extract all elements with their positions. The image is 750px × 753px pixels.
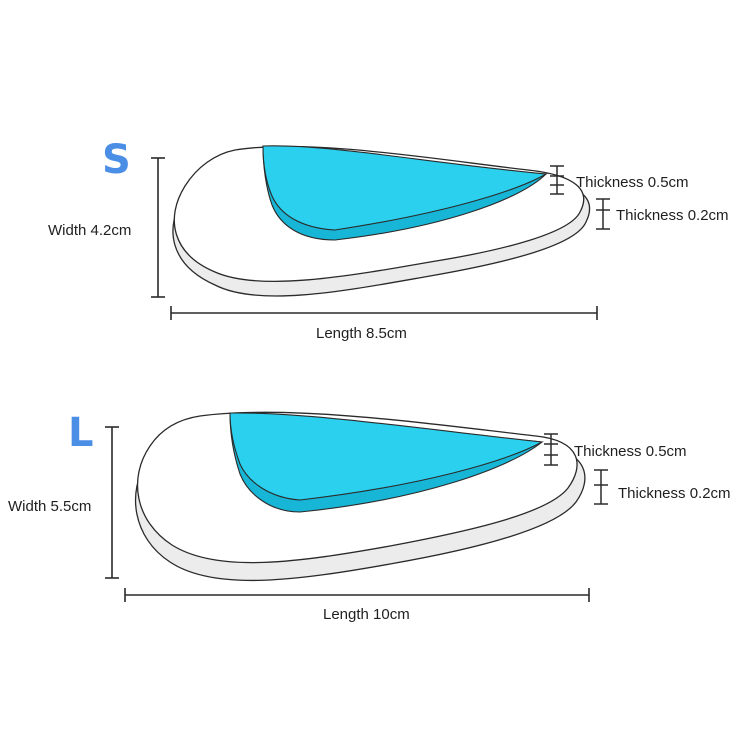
thickness-bottom-marker: [594, 469, 608, 505]
length-label: Length 8.5cm: [316, 325, 407, 342]
thickness-top-label: Thickness 0.5cm: [574, 443, 687, 460]
gel-pad-top: [262, 145, 548, 231]
gel-pad-top: [229, 412, 544, 501]
length-dimension: [124, 588, 590, 602]
width-dimension: [151, 157, 165, 298]
length-dimension: [170, 306, 598, 320]
thickness-bottom-marker: [596, 198, 610, 230]
width-dimension: [105, 426, 119, 579]
thickness-bottom-label: Thickness 0.2cm: [616, 207, 729, 224]
size-l-diagram: L Width 5.5cm Length 10cm Thickness 0.5c…: [8, 410, 731, 623]
thickness-top-label: Thickness 0.5cm: [576, 174, 689, 191]
width-label: Width 4.2cm: [48, 222, 131, 239]
size-label: L: [68, 410, 94, 456]
length-label: Length 10cm: [323, 606, 410, 623]
width-label: Width 5.5cm: [8, 498, 91, 515]
size-label: S: [102, 137, 131, 183]
size-s-diagram: S Width 4.2cm Length 8.5cm Thickness 0.5…: [48, 137, 729, 342]
thickness-top-marker: [544, 433, 558, 466]
thickness-top-marker: [550, 165, 564, 195]
thickness-bottom-label: Thickness 0.2cm: [618, 485, 731, 502]
